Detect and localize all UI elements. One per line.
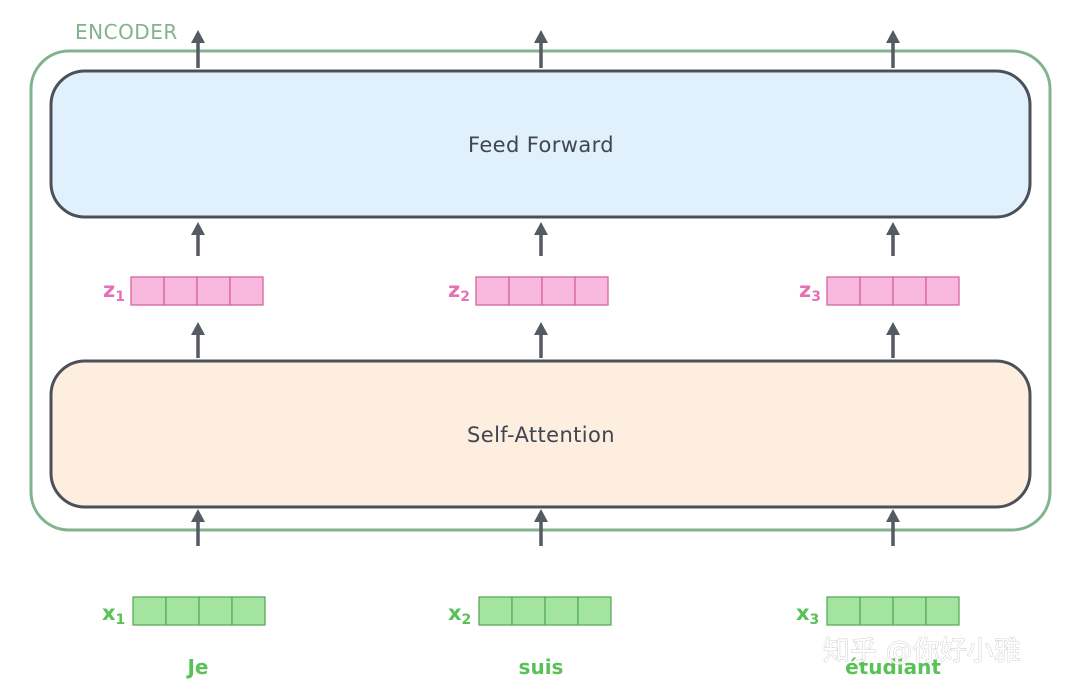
vector-cell (478, 596, 513, 626)
input-vectors: x1 x2 x3 (102, 596, 960, 628)
vector-cell (196, 276, 231, 306)
x-vector-label-3: x3 (796, 601, 819, 628)
x-to-attention-arrow-3 (886, 509, 900, 546)
z-vector-3 (826, 276, 960, 306)
feed-forward-label: Feed Forward (468, 133, 614, 157)
vector-cell (892, 276, 927, 306)
input-words: Je suis étudiant (185, 655, 941, 679)
vector-cell (198, 596, 233, 626)
z-to-feed-forward-arrow-3 (886, 222, 900, 256)
x-to-attention-arrow-2 (534, 509, 548, 546)
vector-cell (925, 596, 960, 626)
x-to-attention-arrow-1 (191, 509, 205, 546)
vector-cell (511, 596, 546, 626)
vector-cell (541, 276, 576, 306)
self-attention-label: Self-Attention (467, 423, 615, 447)
x-vector-2 (478, 596, 612, 626)
vector-cell (508, 276, 543, 306)
input-word-3: étudiant (845, 655, 941, 679)
watermark-text: 知乎 @你好小雅 (823, 636, 1021, 667)
vector-cell (229, 276, 264, 306)
output-arrow-3 (886, 30, 900, 68)
vector-cell (859, 596, 894, 626)
z-vector-1 (130, 276, 264, 306)
attention-to-z-arrow-2 (534, 322, 548, 358)
output-arrow-1 (191, 30, 205, 68)
vector-cell (231, 596, 266, 626)
x-vector-1 (132, 596, 266, 626)
self-attention-box (49, 359, 1032, 509)
vector-cell (826, 276, 861, 306)
vector-cell (130, 276, 165, 306)
z-vector-label-2: z2 (448, 278, 470, 305)
x-vector-label-1: x1 (102, 601, 125, 628)
vector-cell (163, 276, 198, 306)
z-vector-2 (475, 276, 609, 306)
vector-cell (165, 596, 200, 626)
z-vector-label-3: z3 (799, 278, 821, 305)
z-vector-label-1: z1 (103, 278, 125, 305)
vector-cell (132, 596, 167, 626)
attention-to-z-arrow-1 (191, 322, 205, 358)
input-word-2: suis (519, 655, 564, 679)
vector-cell (826, 596, 861, 626)
encoder-label: ENCODER (75, 20, 178, 44)
output-arrow-2 (534, 30, 548, 68)
vector-cell (892, 596, 927, 626)
vector-cell (577, 596, 612, 626)
vector-cell (859, 276, 894, 306)
vector-cell (925, 276, 960, 306)
z-to-feed-forward-arrow-1 (191, 222, 205, 256)
vector-cell (574, 276, 609, 306)
feed-forward-box (49, 69, 1032, 219)
z-to-feed-forward-arrow-2 (534, 222, 548, 256)
vector-cell (544, 596, 579, 626)
output-vectors: z1 z2 z3 (103, 276, 960, 306)
vector-cell (475, 276, 510, 306)
x-vector-label-2: x2 (448, 601, 471, 628)
flow-arrows (191, 30, 900, 546)
x-vector-3 (826, 596, 960, 626)
input-word-1: Je (185, 655, 208, 679)
attention-to-z-arrow-3 (886, 322, 900, 358)
